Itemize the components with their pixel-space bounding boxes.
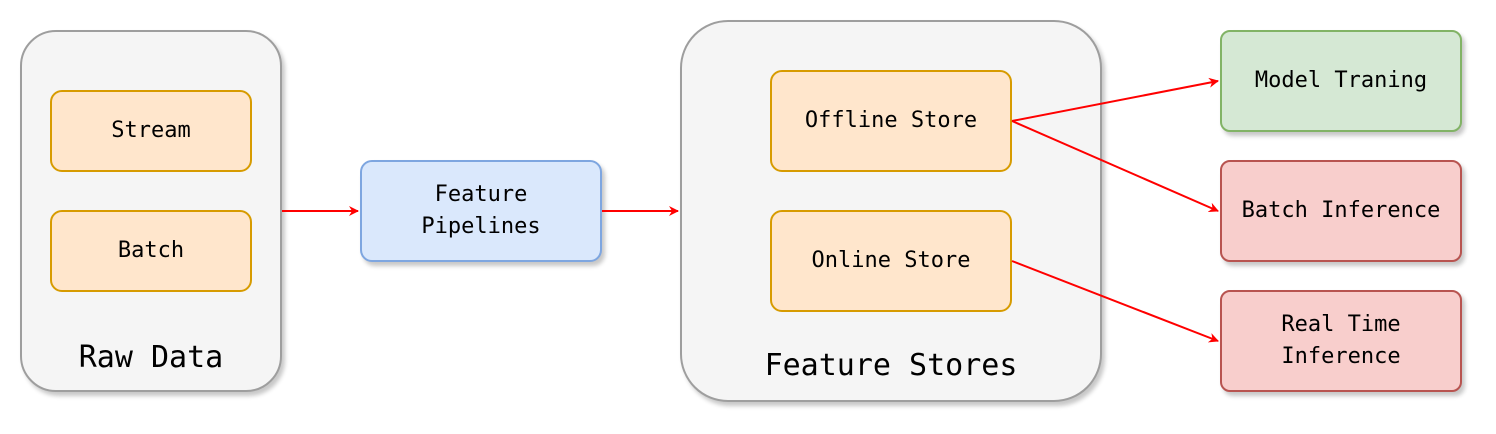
offline-store-node[interactable]: Offline Store [770, 70, 1012, 172]
batch-node[interactable]: Batch [50, 210, 252, 292]
real-time-inference-node[interactable]: Real Time Inference [1220, 290, 1462, 392]
model-training-node[interactable]: Model Traning [1220, 30, 1462, 132]
feature-pipelines-node[interactable]: Feature Pipelines [360, 160, 602, 262]
stream-node[interactable]: Stream [50, 90, 252, 172]
raw-data-label: Raw Data [78, 340, 224, 375]
online-store-node[interactable]: Online Store [770, 210, 1012, 312]
batch-inference-node[interactable]: Batch Inference [1220, 160, 1462, 262]
feature-stores-label: Feature Stores [764, 348, 1018, 383]
